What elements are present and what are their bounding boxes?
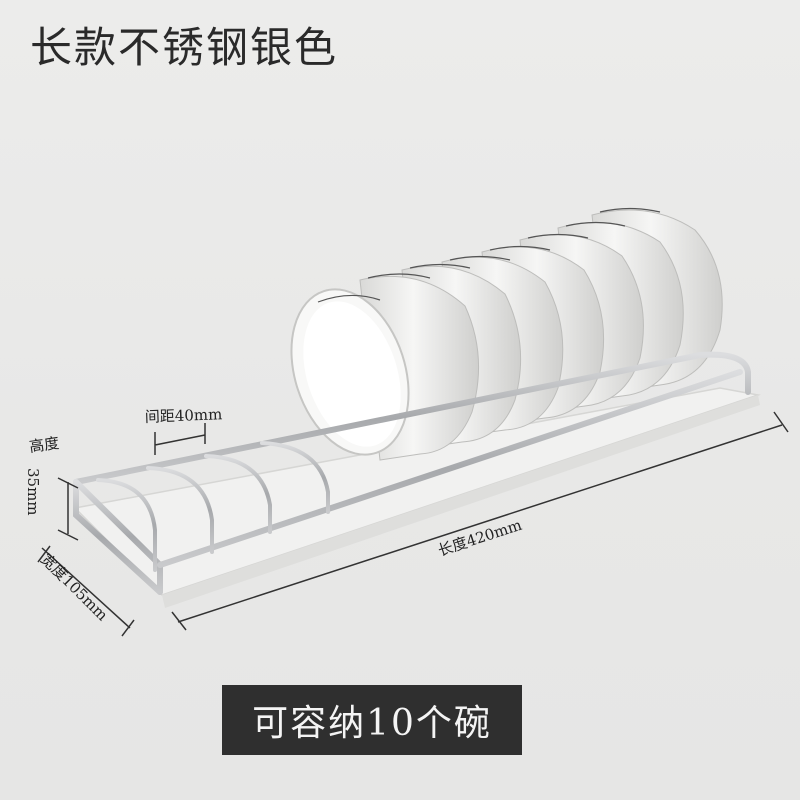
dimension-lines xyxy=(37,411,789,637)
product-title: 长款不锈钢银色 xyxy=(30,23,339,72)
length-label: 长度420mm xyxy=(436,516,524,560)
steel-rack xyxy=(73,351,751,595)
height-label: 高度 xyxy=(28,434,60,456)
front-bowl xyxy=(290,288,410,456)
capacity-caption: 可容纳10个碗 xyxy=(222,685,522,755)
height-value-label: 35mm xyxy=(24,468,42,516)
bowls xyxy=(290,207,723,461)
spacing-label: 间距40mm xyxy=(145,405,223,426)
width-label: 宽度105mm xyxy=(37,550,111,624)
